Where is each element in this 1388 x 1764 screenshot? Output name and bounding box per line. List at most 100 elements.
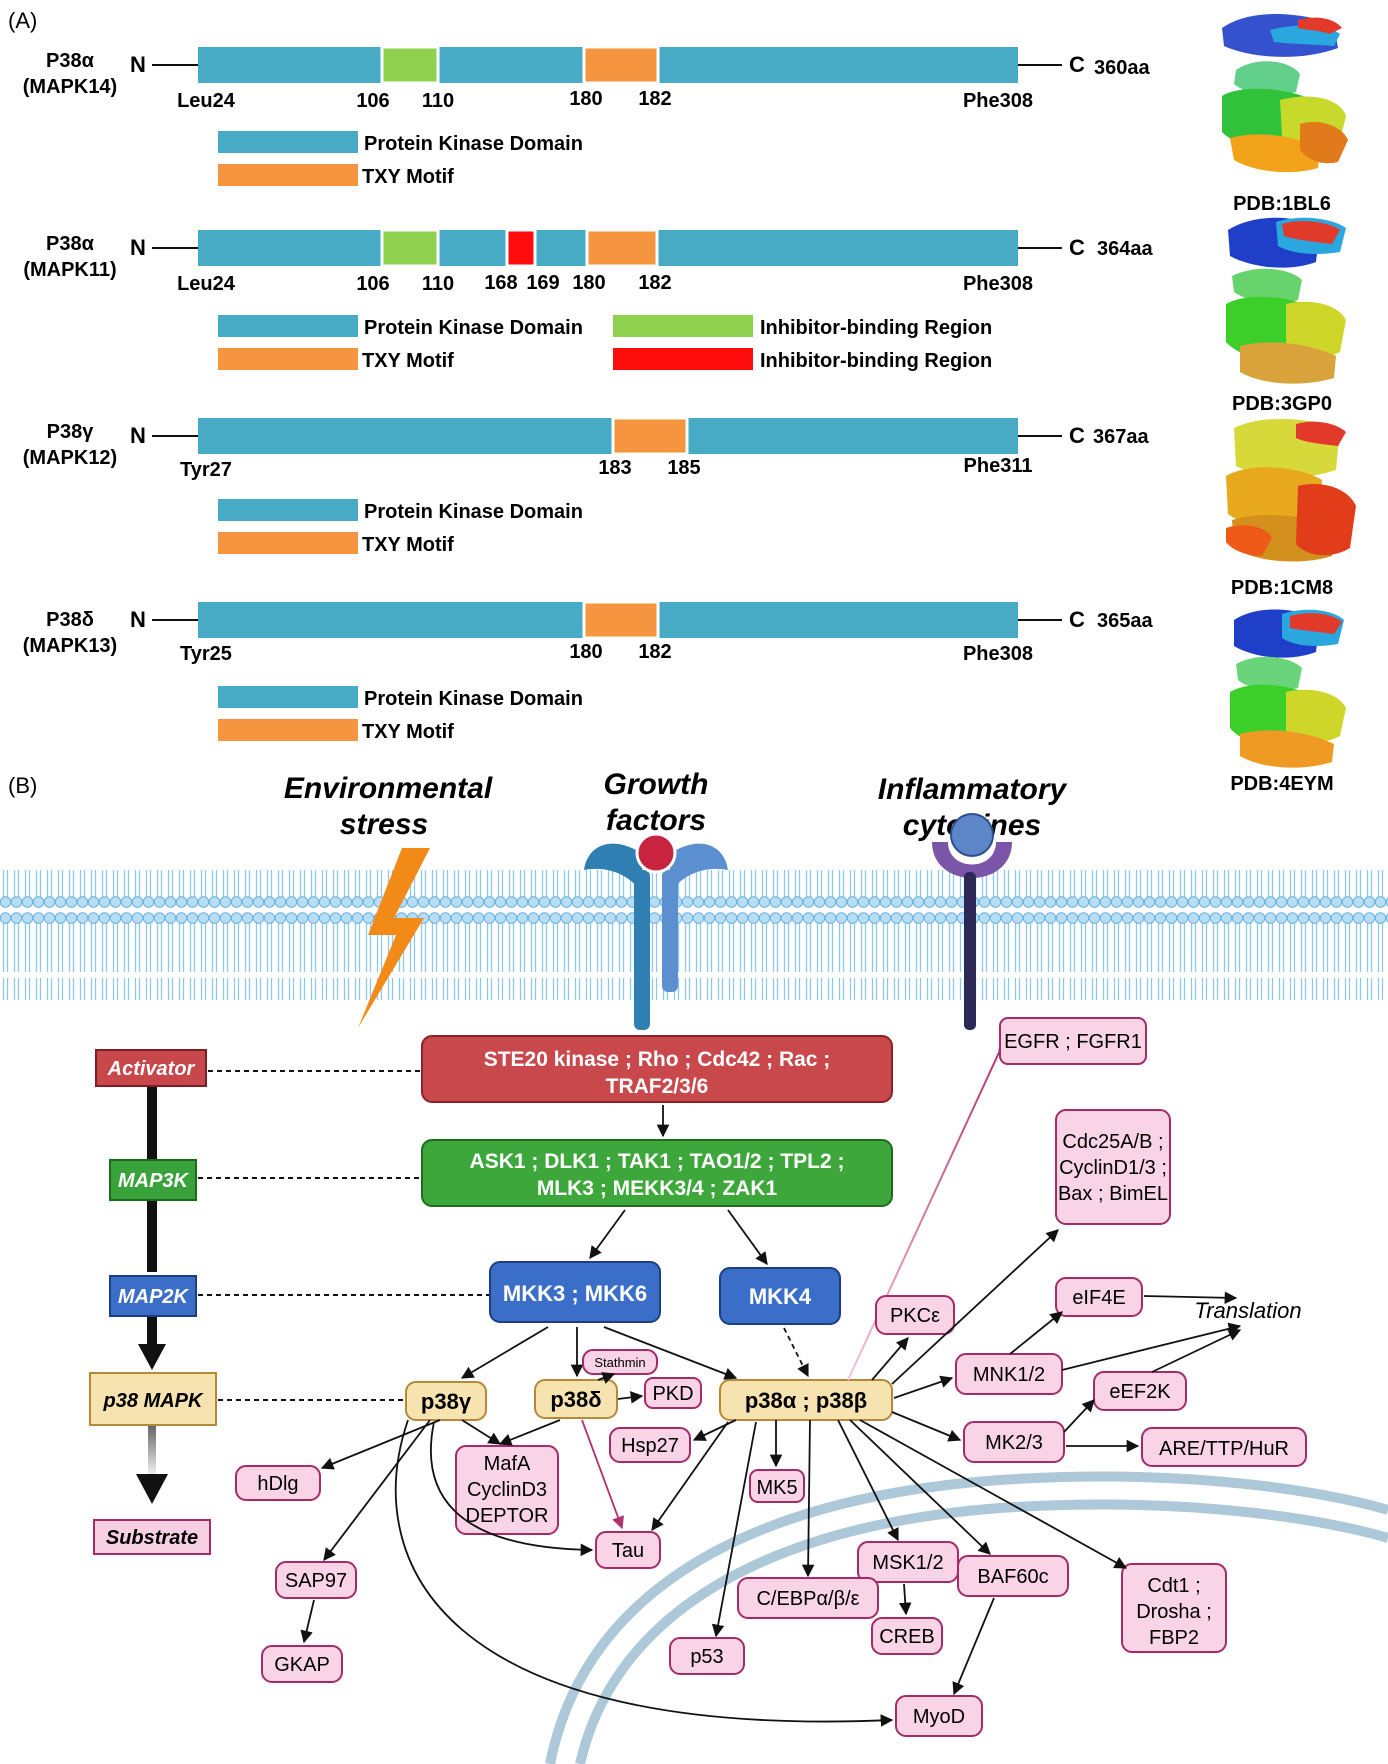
p38ab-label: p38α ; p38β bbox=[745, 1388, 867, 1413]
position-label: 168 bbox=[484, 272, 517, 294]
substrate-pkce-label: PKCε bbox=[890, 1305, 940, 1327]
protein-gene: (MAPK14) bbox=[23, 76, 117, 98]
tier-map2k bbox=[109, 1275, 197, 1317]
tier-activator-label: Activator bbox=[107, 1058, 196, 1080]
substrate-baf-label: BAF60c bbox=[977, 1566, 1048, 1588]
tier-activator bbox=[95, 1049, 207, 1087]
substrate-hsp27-label: Hsp27 bbox=[621, 1435, 679, 1457]
position-label: 182 bbox=[638, 641, 671, 663]
substrate-p53-label: p53 bbox=[690, 1646, 723, 1668]
protein-mapk12: P38γ (MAPK12) N C 367aa Tyr27 Phe311 183… bbox=[23, 416, 1149, 556]
end-residue: Phe311 bbox=[964, 455, 1033, 477]
n-terminus: N bbox=[130, 235, 146, 260]
stimulus-inflammatory: Inflammatory bbox=[878, 773, 1068, 806]
protein-mapk13: P38δ (MAPK13) N C 365aa Tyr25 Phe308 180… bbox=[23, 600, 1153, 743]
substrate-mafa-label: DEPTOR bbox=[466, 1505, 549, 1527]
position-label: 169 bbox=[526, 272, 559, 294]
substrate-mafa-label: CyclinD3 bbox=[467, 1479, 547, 1501]
p38d-label: p38δ bbox=[550, 1387, 601, 1412]
substrate-mk23-label: MK2/3 bbox=[985, 1432, 1043, 1454]
pdb-label: PDB:4EYM bbox=[1230, 773, 1333, 795]
p38g-label: p38γ bbox=[421, 1389, 472, 1414]
protein-gene: (MAPK13) bbox=[23, 635, 117, 657]
tier-substrate bbox=[93, 1519, 211, 1555]
substrate-cdc25-label: CyclinD1/3 ; bbox=[1059, 1157, 1167, 1179]
translation-label: Translation bbox=[1194, 1298, 1301, 1323]
structure-4eym bbox=[1230, 609, 1346, 768]
activator-text: STE20 kinase ; Rho ; Cdc42 ; Rac ; bbox=[484, 1048, 831, 1071]
protein-length: 360aa bbox=[1094, 57, 1150, 79]
legend-swatch-domain bbox=[218, 499, 358, 521]
substrate-pkd bbox=[644, 1377, 702, 1409]
position-label: 183 bbox=[598, 457, 631, 479]
stimulus-growth: Growth bbox=[604, 768, 709, 801]
protein-name: P38γ bbox=[47, 421, 95, 443]
substrate-cdc25 bbox=[1055, 1109, 1171, 1225]
substrate-cdc25-label: Bax ; BimEL bbox=[1058, 1183, 1168, 1205]
substrate-mnk-label: MNK1/2 bbox=[973, 1364, 1045, 1386]
substrate-p53 bbox=[669, 1637, 745, 1675]
substrate-hdlg-label: hDlg bbox=[257, 1473, 298, 1495]
protein-mapk14: P38α (MAPK14) N C 360aa Leu24 Phe308 106… bbox=[23, 45, 1150, 188]
txy-motif bbox=[582, 600, 660, 640]
legend-swatch-txy bbox=[218, 532, 358, 554]
stimulus-environmental-line2: stress bbox=[340, 808, 428, 841]
txy-motif bbox=[611, 416, 689, 456]
tier-map2k-label: MAP2K bbox=[118, 1286, 190, 1308]
c-terminus: C bbox=[1069, 423, 1085, 448]
protein-name: P38α bbox=[46, 50, 95, 72]
substrate-myod bbox=[895, 1695, 983, 1737]
lightning-bolt-icon bbox=[358, 848, 430, 1028]
substrate-mafa-label: MafA bbox=[484, 1453, 531, 1475]
panel-a-label: (A) bbox=[8, 8, 37, 33]
p38ab-node bbox=[719, 1379, 893, 1421]
map3k-box bbox=[421, 1139, 893, 1207]
pdb-label: PDB:1BL6 bbox=[1233, 193, 1331, 215]
substrate-mk23 bbox=[963, 1421, 1065, 1463]
legend-swatch-txy bbox=[218, 348, 358, 370]
position-label: 180 bbox=[569, 641, 602, 663]
substrate-mk5-label: MK5 bbox=[756, 1477, 797, 1499]
start-residue: Tyr27 bbox=[180, 459, 232, 481]
n-terminus: N bbox=[130, 52, 146, 77]
protein-name: P38δ bbox=[46, 609, 94, 631]
activator-text-line2: TRAF2/3/6 bbox=[606, 1075, 709, 1098]
substrate-eef2k-label: eEF2K bbox=[1109, 1381, 1171, 1403]
protein-gene: (MAPK12) bbox=[23, 447, 117, 469]
position-label: 110 bbox=[422, 273, 454, 295]
substrate-stathmin bbox=[582, 1349, 658, 1375]
substrate-sap97-label: SAP97 bbox=[285, 1570, 347, 1592]
n-terminus: N bbox=[130, 423, 146, 448]
substrate-mafa bbox=[455, 1445, 559, 1535]
stimulus-growth-line2: factors bbox=[606, 804, 706, 837]
map3k-text: ASK1 ; DLK1 ; TAK1 ; TAO1/2 ; TPL2 ; bbox=[470, 1150, 845, 1173]
substrate-are-label: ARE/TTP/HuR bbox=[1159, 1438, 1289, 1460]
position-label: 185 bbox=[667, 457, 700, 479]
substrate-cdt-label: Drosha ; bbox=[1136, 1601, 1212, 1623]
start-residue: Tyr25 bbox=[180, 643, 232, 665]
substrate-cdt bbox=[1121, 1563, 1227, 1653]
start-residue: Leu24 bbox=[177, 273, 236, 295]
tier-map3k bbox=[109, 1159, 197, 1201]
tier-substrate-label: Substrate bbox=[106, 1527, 198, 1549]
substrate-stathmin-label: Stathmin bbox=[594, 1355, 645, 1370]
legend-label-domain: Protein Kinase Domain bbox=[364, 133, 583, 155]
substrate-gkap-label: GKAP bbox=[274, 1654, 330, 1676]
mkk4-box bbox=[719, 1267, 841, 1325]
structure-1cm8 bbox=[1226, 418, 1356, 562]
growth-factor-receptor-icon bbox=[584, 832, 728, 1030]
substrate-cdt-label: Cdt1 ; bbox=[1147, 1575, 1200, 1597]
protein-length: 365aa bbox=[1097, 610, 1153, 632]
legend-swatch-inhibitor-red bbox=[613, 348, 753, 370]
legend-label-inhibitor-green: Inhibitor-binding Region bbox=[760, 317, 992, 339]
substrate-mnk bbox=[955, 1353, 1063, 1395]
legend-label-domain: Protein Kinase Domain bbox=[364, 501, 583, 523]
substrate-hsp27 bbox=[609, 1427, 691, 1463]
kinase-domain-bar bbox=[198, 418, 1018, 454]
end-residue: Phe308 bbox=[963, 90, 1033, 112]
inhibitor-region bbox=[380, 45, 440, 85]
protein-mapk11: P38α (MAPK11) N C 364aa Leu24 Phe308 106… bbox=[23, 228, 1153, 372]
legend-label-domain: Protein Kinase Domain bbox=[364, 317, 583, 339]
nuclear-envelope bbox=[545, 1471, 1388, 1764]
legend-label-txy: TXY Motif bbox=[362, 350, 454, 372]
